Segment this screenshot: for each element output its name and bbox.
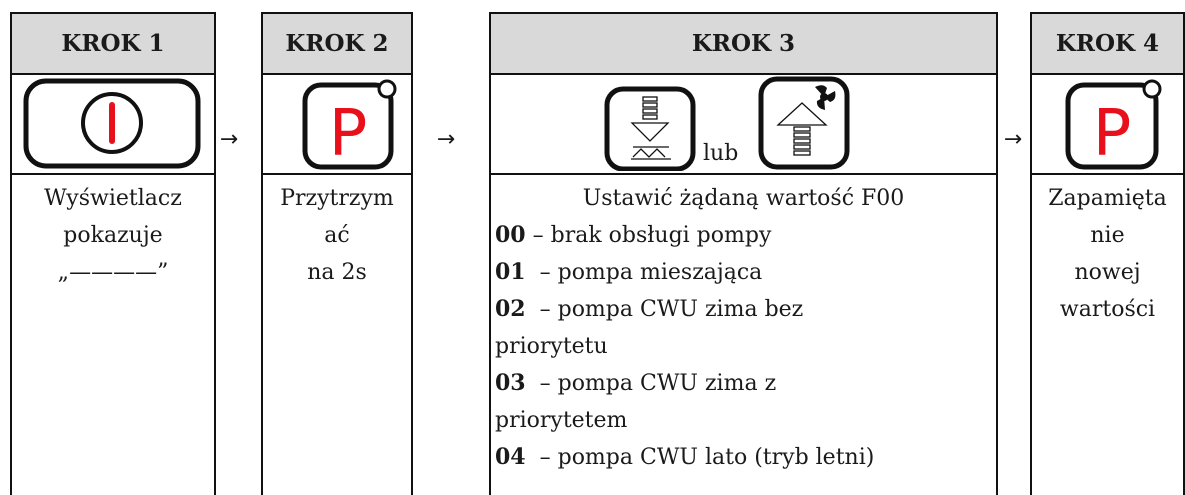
step-3-intro: Ustawić żądaną wartość F00 <box>582 186 905 211</box>
option-02: 02 – pompa CWU zima bez <box>495 296 804 322</box>
svg-text:P: P <box>329 97 368 171</box>
arrow-1: → <box>219 127 239 152</box>
svg-text:P: P <box>1093 97 1132 171</box>
option-04: 04 – pompa CWU lato (tryb letni) <box>495 444 875 470</box>
fan-icon <box>815 85 836 110</box>
option-01: 01 – pompa mieszająca <box>495 259 763 285</box>
step-3-icon-cell: lub <box>491 75 996 175</box>
arrow-2: → <box>436 127 456 152</box>
option-03-cont: priorytetem <box>495 408 628 433</box>
step-3-header: KROK 3 <box>491 14 996 75</box>
step-3-column: KROK 3 lub <box>489 12 998 495</box>
power-icon <box>23 78 201 169</box>
option-03: 03 – pompa CWU zima z <box>495 370 777 396</box>
arrow-3: → <box>1003 127 1023 152</box>
p-button-icon: P <box>302 79 397 171</box>
step-2-icon-cell: P <box>263 75 411 175</box>
option-00: 00 – brak obsługi pompy <box>495 222 772 248</box>
step-1-text: Wyświetlacz pokazuje „————” <box>44 186 182 285</box>
step-2-header: KROK 2 <box>263 14 411 75</box>
step-3-text: Ustawić żądaną wartość F00 00 – brak obs… <box>491 175 996 476</box>
option-02-cont: priorytetu <box>495 334 608 359</box>
p-button-icon: P <box>1065 79 1162 171</box>
step-1-icon-cell <box>12 75 214 175</box>
step-2-column: KROK 2 P Przytrzym ać na 2s <box>261 12 413 495</box>
step-1-column: KROK 1 Wyświetlacz pokazuje „————” <box>10 12 216 495</box>
step-1-header: KROK 1 <box>12 14 214 75</box>
connector-lub: lub <box>703 141 739 166</box>
step-4-header: KROK 4 <box>1032 14 1183 75</box>
step-2-text: Przytrzym ać na 2s <box>280 186 394 285</box>
step-4-column: KROK 4 P Zapamięta nie nowej wartości <box>1030 12 1185 495</box>
step-4-text: Zapamięta nie nowej wartości <box>1048 186 1167 322</box>
down-arrow-icon <box>604 86 696 171</box>
step-4-icon-cell: P <box>1032 75 1183 175</box>
up-arrow-fan-icon <box>758 76 850 170</box>
